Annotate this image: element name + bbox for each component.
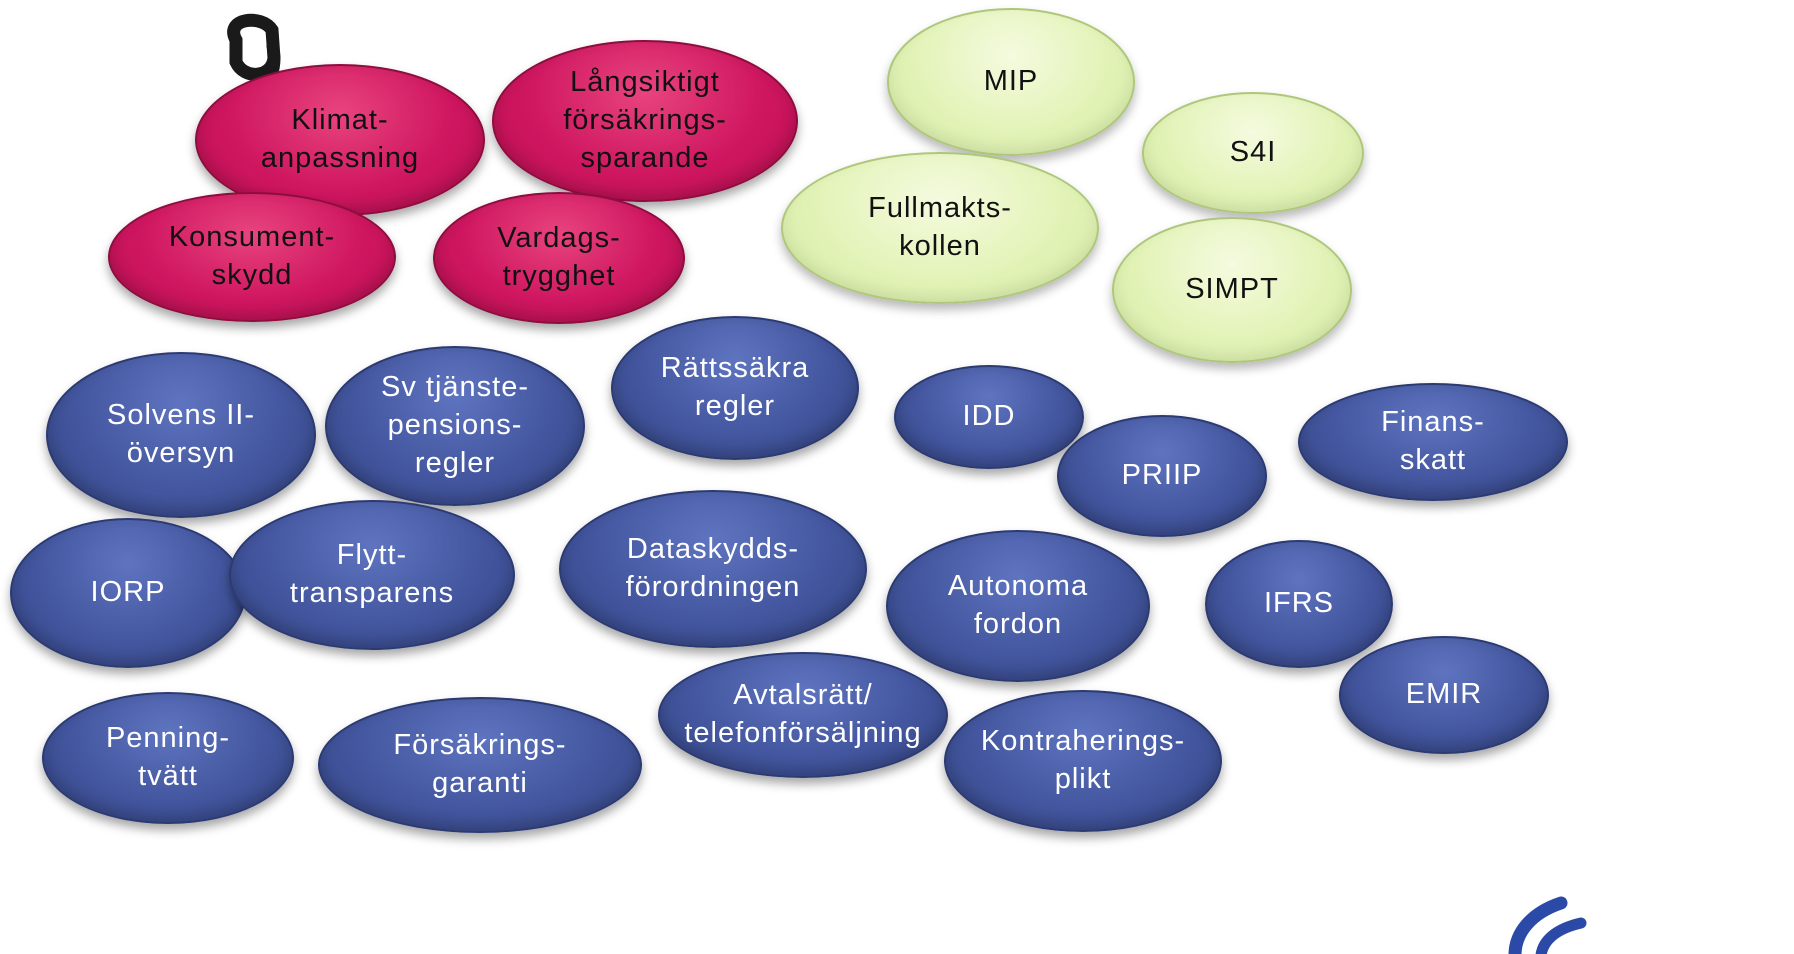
bubble-vardagstrygghet: Vardags- trygghet (433, 192, 685, 324)
bubble-autonoma-fordon: Autonoma fordon (886, 530, 1150, 682)
bubble-label: Rättssäkra regler (660, 352, 810, 422)
bubble-klimatanpassning: Klimat- anpassning (195, 64, 485, 216)
bubble-simpt: SIMPT (1112, 217, 1352, 363)
logo-icon (1508, 896, 1587, 954)
bubble-avtalsratt-telefonforsaljning: Avtalsrätt/ telefonförsäljning (658, 652, 948, 778)
bubble-flytttransparens: Flytt- transparens (229, 500, 515, 650)
bubble-label: Dataskydds- förordningen (625, 533, 801, 603)
bubble-label: Kontraherings- plikt (980, 725, 1186, 795)
bubble-solvens-ii-oversyn: Solvens II- översyn (46, 352, 316, 518)
bubble-label: Finans- skatt (1381, 406, 1485, 476)
bubble-label: Avtalsrätt/ telefonförsäljning (684, 679, 922, 749)
bubble-label: S4I (1229, 136, 1277, 169)
bubble-label: PRIIP (1121, 459, 1203, 492)
bubble-iorp: IORP (10, 518, 246, 668)
bubble-label: IFRS (1263, 587, 1335, 620)
bubble-label: Långsiktigt försäkrings- sparande (563, 66, 727, 174)
bubble-finansskatt: Finans- skatt (1298, 383, 1568, 501)
bubble-label: Konsument- skydd (168, 221, 336, 291)
bubble-label: Solvens II- översyn (107, 399, 255, 469)
bubble-kontraheringsplikt: Kontraherings- plikt (944, 690, 1222, 832)
bubble-rattssakra-regler: Rättssäkra regler (611, 316, 859, 460)
bubble-idd: IDD (894, 365, 1084, 469)
bubble-label: Vardags- trygghet (497, 222, 621, 292)
bubble-label: IDD (962, 400, 1016, 433)
bubble-forsakringsgaranti: Försäkrings- garanti (318, 697, 642, 833)
bubble-mip: MIP (887, 8, 1135, 156)
bubble-label: Penning- tvätt (105, 722, 231, 792)
bubble-sv-tjanstepensionsregler: Sv tjänste- pensions- regler (325, 346, 585, 506)
bubble-label: Sv tjänste- pensions- regler (381, 371, 529, 479)
bubble-label: MIP (983, 65, 1039, 98)
bubble-konsumentskydd: Konsument- skydd (108, 192, 396, 322)
bubble-s4i: S4I (1142, 92, 1364, 214)
bubble-dataskyddsforordningen: Dataskydds- förordningen (559, 490, 867, 648)
bubble-label: SIMPT (1185, 273, 1279, 306)
bubble-label: Autonoma fordon (947, 570, 1089, 640)
bubble-langsiktigt-forsakringssparande: Långsiktigt försäkrings- sparande (492, 40, 798, 202)
bubble-label: Försäkrings- garanti (393, 729, 567, 799)
bubble-emir: EMIR (1339, 636, 1549, 754)
bubble-penningtvatt: Penning- tvätt (42, 692, 294, 824)
bubble-label: Flytt- transparens (289, 539, 455, 609)
bubble-label: Fullmakts- kollen (868, 192, 1012, 262)
bubble-label: Klimat- anpassning (260, 104, 420, 174)
bubble-priip: PRIIP (1057, 415, 1267, 537)
bubble-ifrs: IFRS (1205, 540, 1393, 668)
bubble-fullmaktskollen: Fullmakts- kollen (781, 152, 1099, 304)
bubble-label: EMIR (1405, 678, 1483, 711)
bubble-label: IORP (90, 576, 166, 609)
